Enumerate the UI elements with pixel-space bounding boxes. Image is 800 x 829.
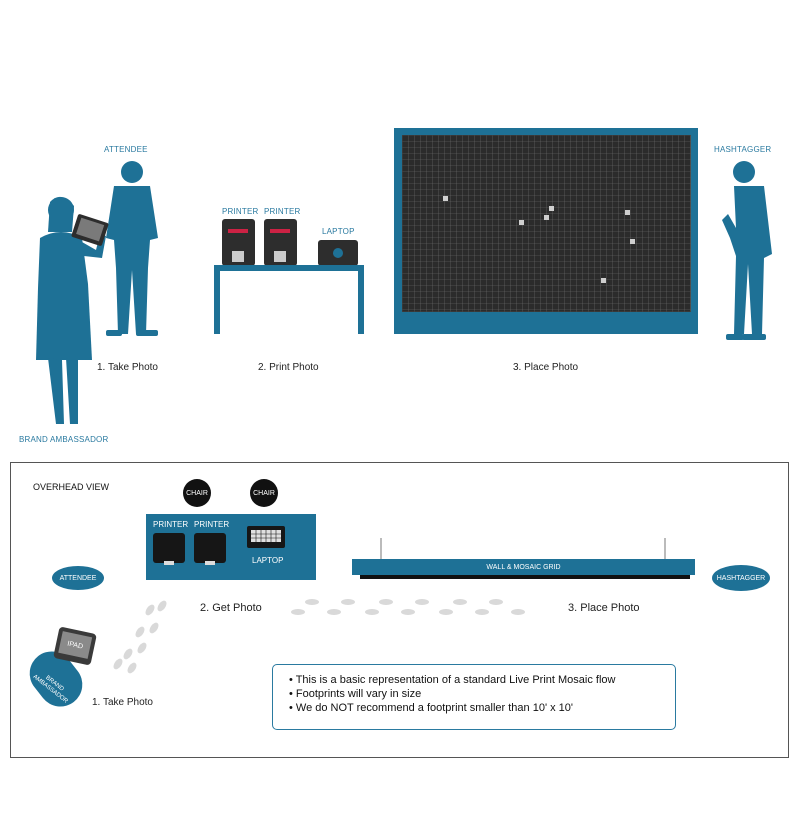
ipad-label: IPAD: [58, 631, 93, 659]
hashtagger-oval: HASHTAGGER: [712, 565, 770, 591]
hashtagger-label: HASHTAGGER: [716, 574, 766, 582]
attendee-figure: [106, 161, 158, 336]
note-item: • This is a basic representation of a st…: [289, 674, 616, 686]
step-take-photo: 1. Take Photo: [97, 362, 158, 373]
notes-box: • This is a basic representation of a st…: [272, 664, 676, 730]
attendee-label: ATTENDEE: [104, 145, 148, 154]
printer-label: PRINTER: [153, 520, 189, 529]
overhead-view-title: OVERHEAD VIEW: [33, 482, 110, 492]
footprints-icon: [113, 600, 167, 674]
step-take-photo: 1. Take Photo: [92, 697, 153, 708]
printer-icon: [194, 533, 226, 565]
attendee-label: ATTENDEE: [59, 574, 97, 582]
printer-slot: [164, 561, 174, 565]
wall-shadow: [360, 575, 690, 579]
table-top: [214, 265, 364, 271]
wall-post: [380, 538, 382, 560]
printer-logo-stripe: [228, 229, 248, 233]
step-place-photo: 3. Place Photo: [568, 602, 640, 614]
printer-icon: [222, 219, 255, 266]
printer-icon: [264, 219, 297, 266]
note-item: • We do NOT recommend a footprint smalle…: [289, 702, 573, 714]
hashtagger-label: HASHTAGGER: [714, 145, 772, 154]
hashtagger-figure: [722, 161, 772, 340]
printer-label: PRINTER: [222, 207, 259, 216]
printer-logo-stripe: [270, 229, 290, 233]
chair-icon: CHAIR: [183, 479, 211, 507]
step-get-photo: 2. Get Photo: [200, 602, 262, 614]
wall-post: [664, 538, 666, 560]
laptop-logo: [333, 248, 343, 258]
printer-slot: [232, 251, 244, 262]
overhead-view-panel: [10, 462, 789, 758]
wall-mosaic-grid-bar: WALL & MOSAIC GRID: [352, 559, 695, 575]
printer-label: PRINTER: [264, 207, 301, 216]
mosaic-grid: [402, 135, 691, 312]
chair-icon: CHAIR: [250, 479, 278, 507]
tablet-icon: [71, 214, 109, 246]
printer-slot: [274, 251, 286, 262]
table-leg: [214, 270, 220, 334]
note-item: • Footprints will vary in size: [289, 688, 422, 700]
brand-ambassador-label: BRAND AMBASSADOR: [19, 435, 109, 444]
attendee-oval: ATTENDEE: [52, 566, 104, 590]
wall-label: WALL & MOSAIC GRID: [486, 563, 561, 571]
table-leg: [358, 270, 364, 334]
laptop-keyboard-icon: [247, 526, 285, 548]
step-print-photo: 2. Print Photo: [258, 362, 319, 373]
printer-label: PRINTER: [194, 520, 230, 529]
laptop-icon: [318, 240, 358, 266]
step-place-photo: 3. Place Photo: [513, 362, 579, 373]
laptop-label: LAPTOP: [252, 556, 284, 565]
laptop-label: LAPTOP: [322, 227, 355, 236]
printer-slot: [205, 561, 215, 565]
printer-icon: [153, 533, 185, 565]
footprints-icon: [291, 599, 525, 615]
